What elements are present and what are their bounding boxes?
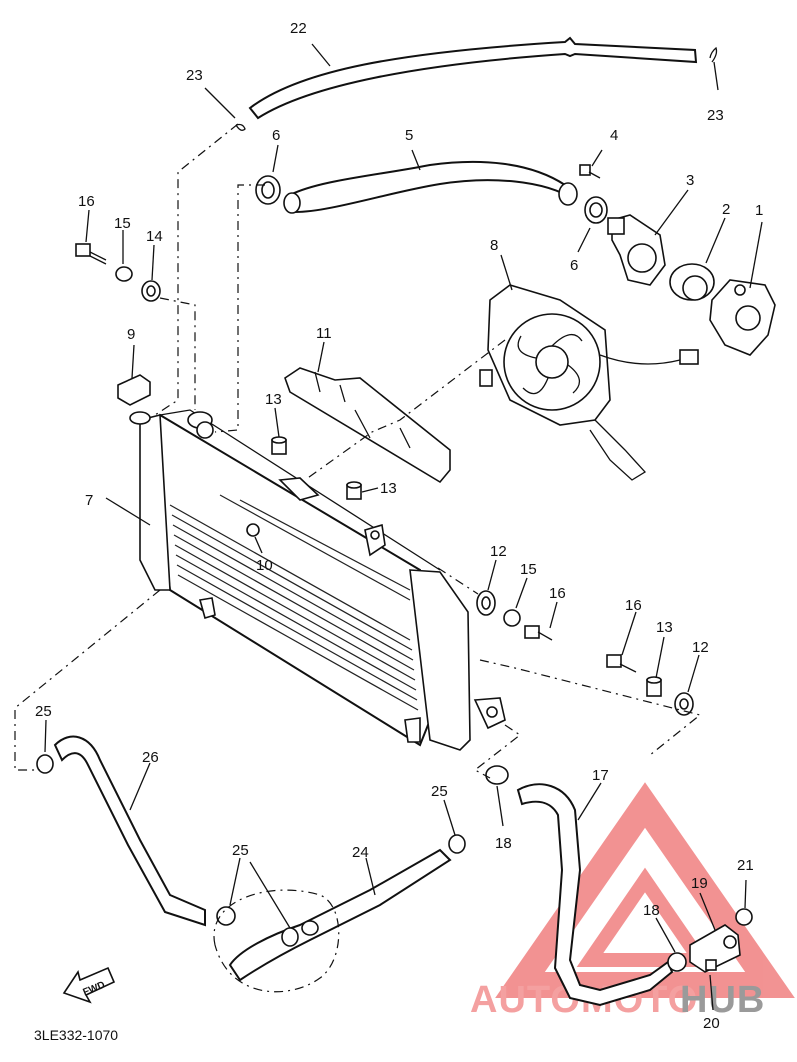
watermark-text-hub: HUB [680, 979, 765, 1021]
callout-3: 3 [686, 172, 694, 189]
callout-6-right: 6 [570, 257, 578, 274]
grommet-12-middle [476, 590, 496, 616]
fwd-arrow: FWD [62, 966, 116, 1004]
clip-23-right [709, 46, 718, 63]
callout-1: 1 [755, 202, 763, 219]
bolt-16-right [606, 654, 637, 673]
callout-9: 9 [127, 326, 135, 343]
callout-2: 2 [722, 201, 730, 218]
callout-12-middle: 12 [490, 543, 507, 560]
radiator-fins [169, 494, 419, 711]
pipe-detail-outline [213, 889, 340, 993]
callout-23-right: 23 [707, 107, 724, 124]
grommet-14 [141, 280, 161, 302]
radiator-cap-rubber [117, 374, 151, 406]
callout-25-left: 25 [35, 703, 52, 720]
collar-13-middle [346, 481, 362, 500]
callout-14: 14 [146, 228, 163, 245]
clamp-25-right [448, 834, 466, 854]
washer-15-lower [503, 609, 521, 627]
collar-13-upper [271, 436, 287, 455]
callout-13-upper: 13 [265, 391, 282, 408]
callout-10: 10 [256, 557, 273, 574]
thermostat [669, 263, 715, 301]
overflow-hose [248, 36, 698, 120]
callout-15-lower: 15 [520, 561, 537, 578]
callout-12-right: 12 [692, 639, 709, 656]
callout-13-lower: 13 [656, 619, 673, 636]
callout-24: 24 [352, 844, 369, 861]
bolt-16-middle [524, 625, 553, 641]
callout-26: 26 [142, 749, 159, 766]
callout-22: 22 [290, 20, 307, 37]
callout-18-upper: 18 [495, 835, 512, 852]
callout-15-upper: 15 [114, 215, 131, 232]
callout-16-middle: 16 [549, 585, 566, 602]
clamp-25-middle [216, 906, 236, 926]
callout-18-lower: 18 [643, 902, 660, 919]
callout-25-middle: 25 [232, 842, 249, 859]
callout-23-left: 23 [186, 67, 203, 84]
assembly-dashed-lines [14, 123, 702, 779]
clip-23-left [235, 123, 246, 131]
thermostat-housing [709, 279, 776, 356]
callout-13-middle: 13 [380, 480, 397, 497]
clamp-18-lower [667, 952, 687, 972]
hose-clamp-6-right [584, 196, 608, 224]
hose-clamp-6-left [255, 175, 281, 205]
leader-lines [44, 43, 763, 1011]
callout-21: 21 [737, 857, 754, 874]
diagram-code: 3LE332-1070 [34, 1027, 118, 1043]
radiator-lower-hose-26 [53, 735, 206, 927]
callout-16-upper: 16 [78, 193, 95, 210]
collar-13-lower [646, 676, 662, 697]
callout-5: 5 [405, 127, 413, 144]
callout-19: 19 [691, 875, 708, 892]
cooling-fan [479, 284, 699, 481]
callout-7: 7 [85, 492, 93, 509]
callout-16-right: 16 [625, 597, 642, 614]
thermostat-cover [607, 214, 666, 286]
callout-17: 17 [592, 767, 609, 784]
callout-numbers: 1 2 3 4 5 6 6 7 8 9 10 11 12 12 13 13 13… [35, 20, 763, 1032]
clamp-25-left [36, 754, 54, 774]
bolt-20 [705, 959, 717, 971]
hose-joint-19 [689, 924, 741, 973]
air-shroud [284, 367, 451, 484]
bolt-16-upper [75, 243, 107, 265]
callout-25-right: 25 [431, 783, 448, 800]
washer-15-upper [115, 266, 133, 282]
callout-6-left: 6 [272, 127, 280, 144]
radiator-upper-hose [283, 160, 578, 214]
callout-8: 8 [490, 237, 498, 254]
water-pipe-24 [228, 848, 452, 982]
clamp-18-upper [485, 765, 509, 785]
callout-4: 4 [610, 127, 618, 144]
callout-11: 11 [316, 325, 332, 342]
o-ring-21 [735, 908, 753, 926]
radiator-core [129, 409, 506, 751]
bolt-4 [579, 164, 601, 179]
callout-20: 20 [703, 1015, 720, 1032]
grommet-12-right [674, 692, 694, 716]
